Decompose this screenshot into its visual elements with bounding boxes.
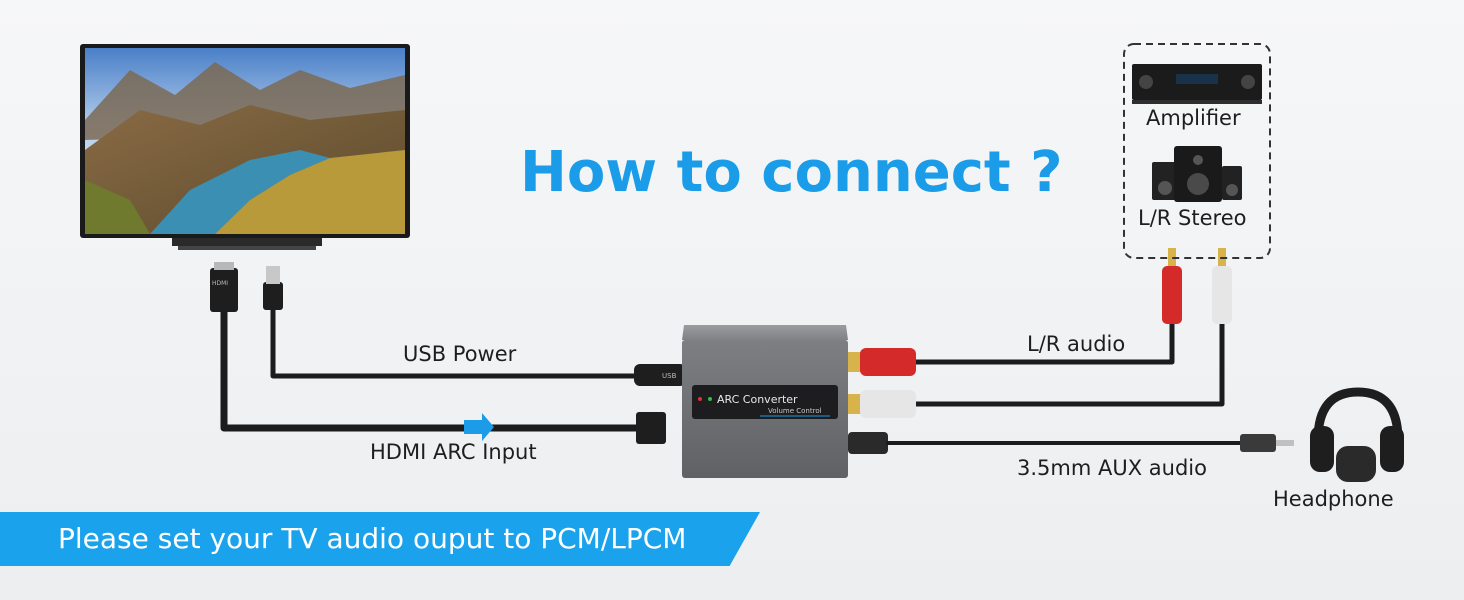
rca-cables (848, 248, 1232, 418)
aux-audio-label: 3.5mm AUX audio (1017, 456, 1207, 480)
headphone-icon (1310, 387, 1404, 482)
aux-cable (848, 432, 1294, 454)
amplifier-icon (1132, 64, 1262, 104)
hdmi-arc-input-label: HDMI ARC Input (370, 440, 537, 464)
tv-icon (80, 44, 410, 250)
hdmi-cable (210, 262, 666, 444)
audio-devices-box (1123, 43, 1271, 259)
notice-text: Please set your TV audio ouput to PCM/LP… (58, 522, 687, 555)
amplifier-label: Amplifier (1146, 106, 1241, 130)
device-name: ARC Converter (717, 393, 798, 406)
lr-stereo-label: L/R Stereo (1138, 206, 1247, 230)
arrow-right-icon (464, 413, 494, 441)
notice-banner: Please set your TV audio ouput to PCM/LP… (0, 512, 760, 566)
usb-power-label: USB Power (403, 342, 517, 366)
page-title: How to connect ? (520, 140, 1063, 205)
lr-audio-label: L/R audio (1027, 332, 1126, 356)
arc-converter-device (682, 325, 848, 478)
usb-cable: USB (263, 266, 686, 386)
device-subtitle: Volume Control (768, 407, 822, 415)
hdmi-plug-label: HDMI (212, 280, 229, 287)
headphone-label: Headphone (1273, 487, 1394, 511)
speakers-icon (1152, 146, 1242, 202)
usb-port-label: USB (662, 372, 677, 380)
